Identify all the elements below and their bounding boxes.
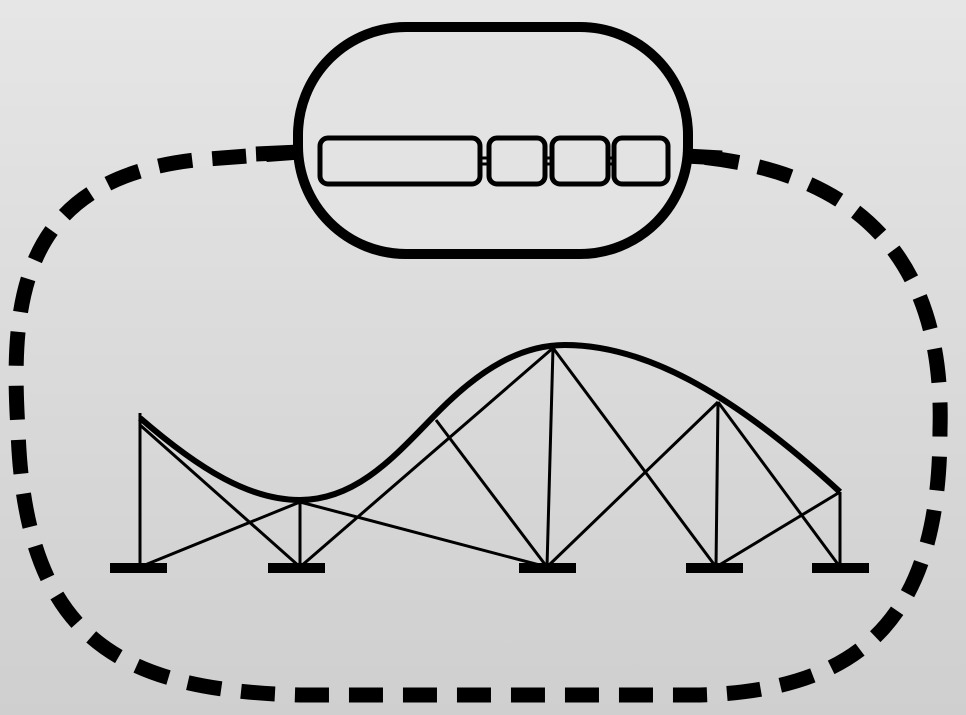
support-brace: [716, 492, 840, 567]
support-structure: [140, 348, 840, 567]
support-footing: [686, 563, 743, 573]
support-footing: [268, 563, 325, 573]
support-brace: [718, 402, 840, 567]
support-footing: [110, 563, 167, 573]
support-brace: [436, 420, 547, 567]
footings: [110, 563, 869, 573]
support-brace: [547, 402, 718, 567]
support-post: [716, 402, 718, 567]
support-post: [547, 348, 553, 567]
support-brace: [140, 502, 300, 567]
support-footing: [812, 563, 869, 573]
support-footing: [519, 563, 576, 573]
